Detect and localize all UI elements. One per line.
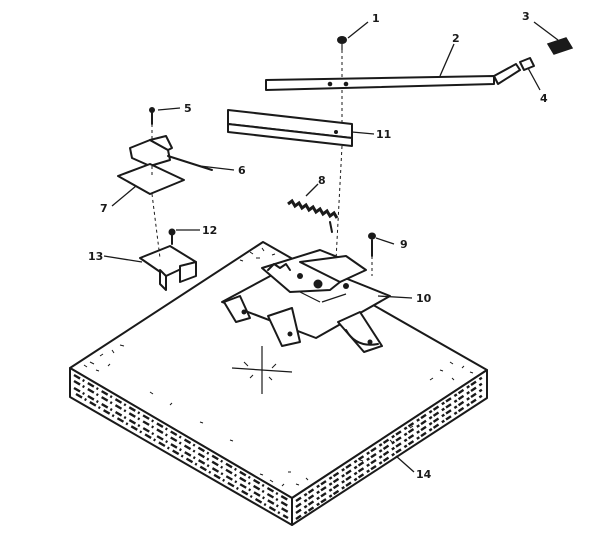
callout-10: 10: [416, 292, 432, 305]
callout-3: 3: [522, 10, 530, 23]
switch: [129, 135, 213, 171]
clip: [519, 57, 535, 71]
callout-12: 12: [202, 224, 217, 237]
slide-bracket: [227, 109, 353, 147]
leader-lines: [103, 21, 559, 473]
screw-5: [149, 107, 155, 125]
insulator: [117, 163, 185, 195]
switch-bracket: [139, 245, 197, 291]
callout-8: 8: [318, 174, 326, 187]
callout-11: 11: [376, 128, 391, 141]
base-center-mark: [231, 346, 293, 394]
latch-bracket-assembly: [221, 249, 391, 353]
callout-2: 2: [452, 32, 460, 45]
callout-14: 14: [416, 468, 432, 481]
assembly-guide-lines: [151, 50, 373, 276]
callout-5: 5: [184, 102, 192, 115]
handle-knob: [546, 37, 574, 55]
screw-9: [368, 232, 376, 257]
base-panel: [69, 241, 488, 526]
callout-labels: 1 2 3 4 5 6 7 8 9 10 11 12 13 14: [88, 10, 548, 481]
callout-13: 13: [88, 250, 103, 263]
callout-7: 7: [100, 202, 108, 215]
screw-12: [168, 228, 176, 245]
base-top-speckle: [83, 247, 474, 487]
link-bar: [265, 63, 521, 91]
spring: [287, 198, 339, 233]
callout-1: 1: [372, 12, 380, 25]
callout-4: 4: [540, 92, 548, 105]
base-side-texture: [73, 373, 484, 521]
callout-6: 6: [238, 164, 246, 177]
screw-1: [337, 36, 347, 50]
callout-9: 9: [400, 238, 408, 251]
